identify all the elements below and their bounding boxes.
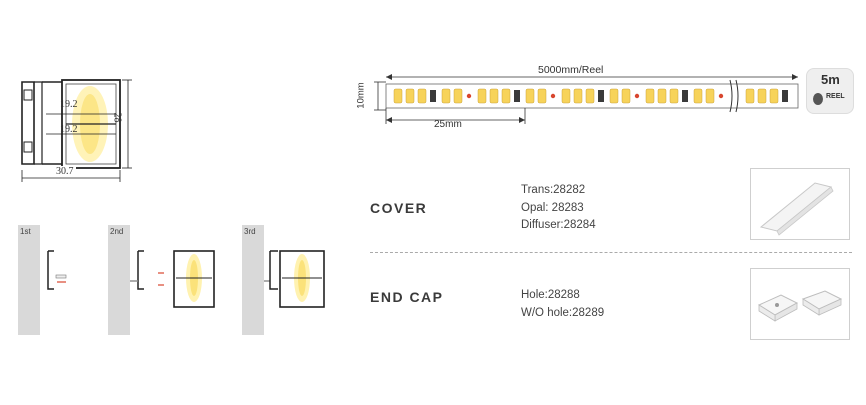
led-chips	[393, 88, 788, 104]
cover-option-diffuser: Diffuser:28284	[521, 219, 596, 231]
led-chip	[585, 88, 595, 104]
cover-option-trans: Trans:28282	[521, 184, 586, 196]
end-cap-options: Hole:28288 W/O hole:28289	[521, 287, 604, 322]
cover-options: Trans:28282 Opal: 28283 Diffuser:28284	[521, 182, 596, 235]
strip-pitch-label: 25mm	[434, 119, 462, 130]
end-cap-option-without-hole: W/O hole:28289	[521, 306, 605, 319]
resistor-chip	[514, 90, 520, 102]
cover-heading: COVER	[370, 200, 428, 216]
cover-illustration	[759, 182, 834, 236]
led-chip	[573, 88, 583, 104]
led-chip	[489, 88, 499, 104]
end-cap-illustration	[757, 290, 843, 322]
led-chip	[405, 88, 415, 104]
led-chip	[705, 88, 715, 104]
dim-inner-bottom: 19.2	[60, 124, 78, 135]
reel-amount: 5m	[821, 72, 840, 87]
led-chip	[393, 88, 403, 104]
cover-image	[750, 168, 850, 240]
solder-pad	[718, 93, 724, 99]
step-3-installed	[264, 250, 325, 308]
led-chip	[769, 88, 779, 104]
led-strip-drawing	[374, 74, 799, 124]
strip-length-label: 5000mm/Reel	[538, 64, 604, 76]
profile-cross-section: 19.2 19.2 28 30.7	[12, 72, 140, 184]
led-chip	[657, 88, 667, 104]
led-chip	[453, 88, 463, 104]
led-chip	[501, 88, 511, 104]
section-divider	[370, 252, 852, 253]
strip-width-label: 10mm	[355, 82, 367, 109]
led-chip	[477, 88, 487, 104]
step-label-2: 2nd	[110, 227, 124, 236]
step-label-3: 3rd	[244, 227, 256, 236]
installation-steps: 1st 2nd 3rd	[18, 225, 358, 337]
dim-width: 30.7	[54, 166, 76, 177]
reel-badge: 5m REEL	[806, 68, 854, 114]
step-label-1: 1st	[20, 227, 31, 236]
led-chip	[417, 88, 427, 104]
reel-icon	[813, 93, 823, 105]
end-cap-image	[750, 268, 850, 340]
step-2-assembly	[130, 250, 215, 308]
resistor-chip	[782, 90, 788, 102]
end-cap-heading: END CAP	[370, 289, 444, 305]
led-chip	[525, 88, 535, 104]
cover-option-opal: Opal: 28283	[521, 201, 584, 214]
led-chip	[669, 88, 679, 104]
led-chip	[441, 88, 451, 104]
resistor-chip	[430, 90, 436, 102]
led-strip-diagram: 5000mm/Reel 10mm 25mm	[356, 62, 860, 132]
dim-inner-top: 19.2	[60, 99, 78, 110]
led-chip	[645, 88, 655, 104]
led-chip	[745, 88, 755, 104]
profile-drawing	[21, 79, 132, 182]
mounting-wall-2	[108, 225, 130, 335]
led-chip	[561, 88, 571, 104]
led-chip	[693, 88, 703, 104]
led-chip	[621, 88, 631, 104]
resistor-chip	[598, 90, 604, 102]
led-chip	[537, 88, 547, 104]
solder-pad	[634, 93, 640, 99]
reel-word: REEL	[826, 93, 845, 100]
end-cap-option-hole: Hole:28288	[521, 289, 580, 301]
solder-pad	[550, 93, 556, 99]
led-chip	[609, 88, 619, 104]
dim-height: 28	[111, 112, 123, 123]
mounting-wall-1	[18, 225, 40, 335]
led-chip	[757, 88, 767, 104]
resistor-chip	[682, 90, 688, 102]
solder-pad	[466, 93, 472, 99]
step-1-clip	[47, 250, 67, 290]
mounting-wall-3	[242, 225, 264, 335]
